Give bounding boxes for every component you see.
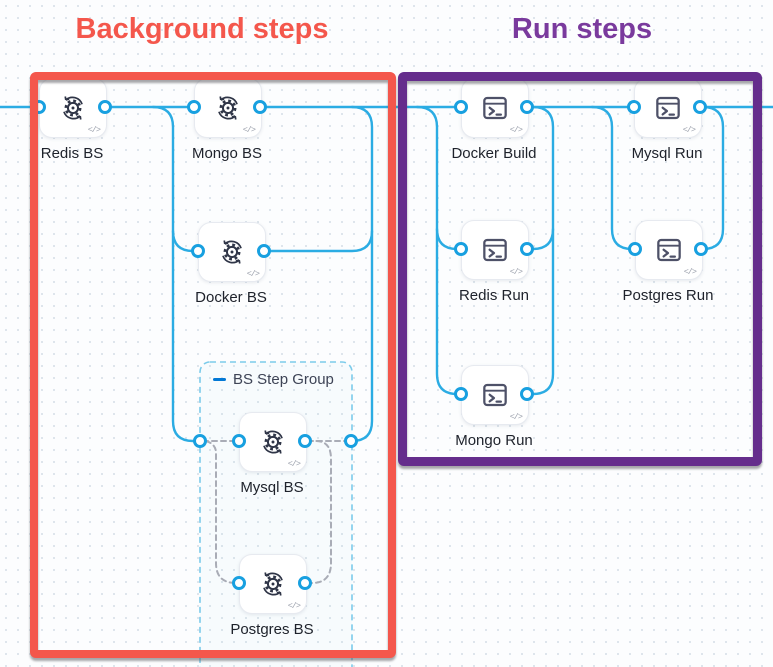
node-label: Mongo Run [455, 432, 533, 449]
node-docker-bs[interactable]: </> [198, 222, 266, 282]
run-step-icon [657, 238, 681, 262]
port[interactable] [232, 576, 246, 590]
solid-connectors [0, 105, 773, 443]
background-step-icon [63, 96, 83, 120]
node-label: Redis BS [40, 145, 104, 162]
code-icon: </> [682, 125, 696, 135]
node-mongo-run[interactable]: </> [461, 365, 529, 425]
run-steps-title: Run steps [511, 13, 653, 45]
node-postgres-bs[interactable]: </> [239, 554, 307, 614]
port[interactable] [187, 100, 201, 114]
group-dashed-connectors [202, 440, 349, 584]
background-step-icon [222, 240, 242, 264]
port[interactable] [694, 242, 708, 256]
node-label: Docker Build [451, 145, 537, 162]
node-mysql-run[interactable]: </> [634, 78, 702, 138]
node-label: Postgres BS [230, 621, 314, 638]
code-icon: </> [509, 125, 523, 135]
code-icon: </> [683, 267, 697, 277]
port[interactable] [454, 100, 468, 114]
port[interactable] [454, 242, 468, 256]
background-steps-title: Background steps [75, 13, 329, 45]
port[interactable] [344, 434, 358, 448]
run-step-icon [656, 96, 680, 120]
port[interactable] [191, 244, 205, 258]
code-icon: </> [242, 125, 256, 135]
node-label: Mysql Run [631, 145, 703, 162]
port[interactable] [32, 100, 46, 114]
code-icon: </> [246, 269, 260, 279]
step-group-label: BS Step Group [233, 371, 334, 388]
step-group-header[interactable]: BS Step Group [213, 371, 334, 388]
code-icon: </> [509, 267, 523, 277]
port[interactable] [693, 100, 707, 114]
node-label: Docker BS [195, 289, 267, 306]
port[interactable] [98, 100, 112, 114]
node-label: Mysql BS [240, 479, 304, 496]
run-step-icon [483, 238, 507, 262]
run-step-icon [483, 96, 507, 120]
node-postgres-run[interactable]: </> [635, 220, 703, 280]
run-step-icon [483, 383, 507, 407]
node-label: Redis Run [458, 287, 530, 304]
port[interactable] [628, 242, 642, 256]
port[interactable] [193, 434, 207, 448]
code-icon: </> [287, 459, 301, 469]
port[interactable] [520, 387, 534, 401]
code-icon: </> [509, 412, 523, 422]
node-mongo-bs[interactable]: </> [194, 78, 262, 138]
port[interactable] [253, 100, 267, 114]
port[interactable] [298, 434, 312, 448]
port[interactable] [257, 244, 271, 258]
port[interactable] [520, 100, 534, 114]
node-docker-build[interactable]: </> [461, 78, 529, 138]
node-label: Postgres Run [622, 287, 714, 304]
node-mysql-bs[interactable]: </> [239, 412, 307, 472]
code-icon: </> [287, 601, 301, 611]
background-step-icon [218, 96, 238, 120]
code-icon: </> [87, 125, 101, 135]
node-redis-bs[interactable]: </> [39, 78, 107, 138]
port[interactable] [232, 434, 246, 448]
node-redis-run[interactable]: </> [461, 220, 529, 280]
node-label: Mongo BS [191, 145, 263, 162]
port[interactable] [454, 387, 468, 401]
port[interactable] [520, 242, 534, 256]
background-step-icon [263, 572, 283, 596]
background-step-icon [263, 430, 283, 454]
port[interactable] [627, 100, 641, 114]
collapse-icon[interactable] [213, 378, 226, 381]
port[interactable] [298, 576, 312, 590]
